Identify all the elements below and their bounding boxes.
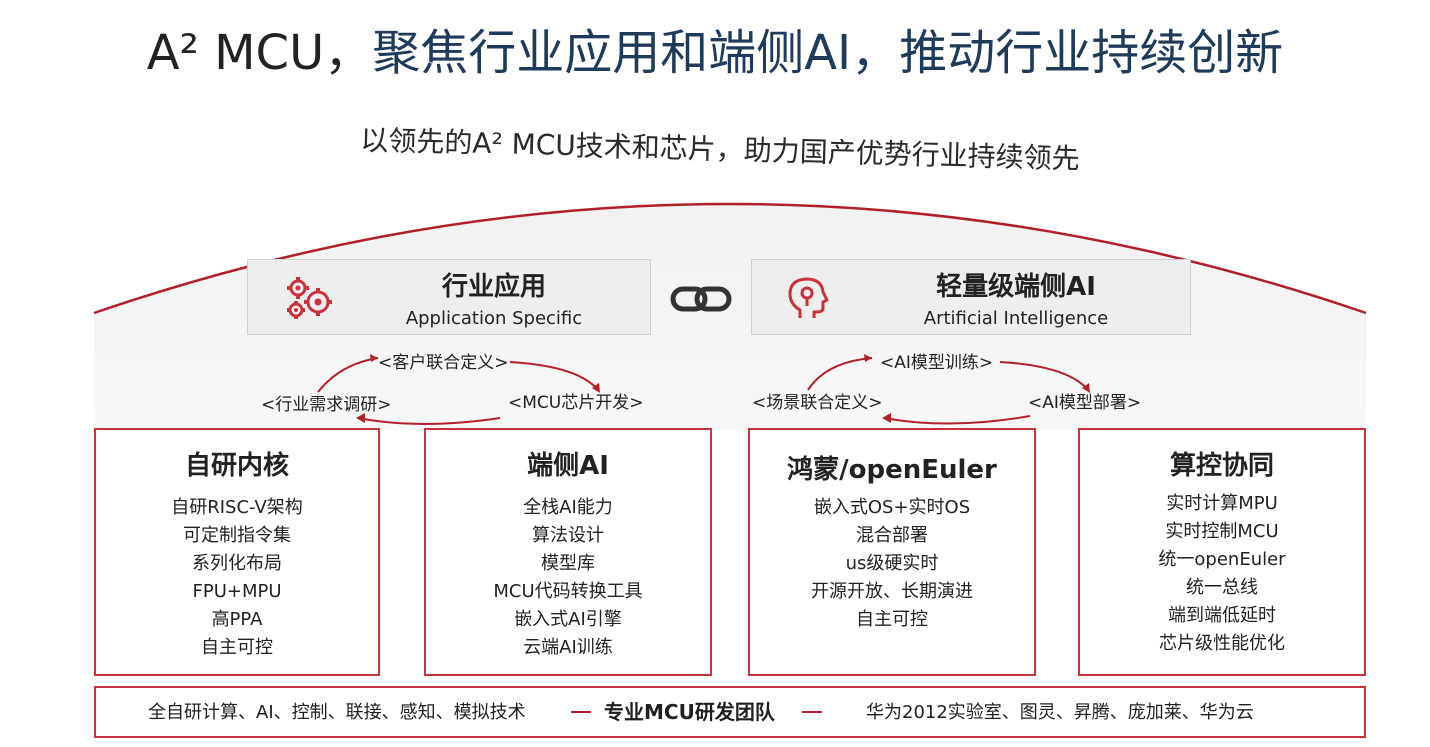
page-title: A² MCU，聚焦行业应用和端侧AI，推动行业持续创新	[0, 20, 1430, 86]
pillar-harmony-openeuler: 鸿蒙/openEuler 嵌入式OS+实时OS 混合部署 us级硬实时 开源开放…	[748, 428, 1036, 676]
list-item: FPU+MPU	[192, 581, 282, 602]
team-capabilities: 全自研计算、AI、控制、联接、感知、模拟技术	[148, 702, 526, 723]
list-item: 自主可控	[201, 637, 273, 658]
list-item: 可定制指令集	[183, 525, 291, 546]
list-item: 混合部署	[856, 525, 928, 546]
list-item: 云端AI训练	[523, 637, 613, 658]
title-prefix: A² MCU，	[146, 25, 373, 81]
cycle-label-scene-definition: <场景联合定义>	[752, 393, 883, 413]
pillar-title: 自研内核	[184, 451, 289, 481]
team-bar: 全自研计算、AI、控制、联接、感知、模拟技术 专业MCU研发团队 华为2012实…	[94, 686, 1366, 738]
dash-divider	[571, 711, 591, 713]
pillar-edge-ai: 端侧AI 全栈AI能力 算法设计 模型库 MCU代码转换工具 嵌入式AI引擎 云…	[424, 428, 712, 676]
cycle-label-industry-research: <行业需求调研>	[261, 395, 392, 415]
feature-name: 轻量级端侧AI	[936, 272, 1096, 302]
list-item: MCU代码转换工具	[493, 581, 643, 602]
title-highlight: 聚焦行业应用和端侧AI，推动行业持续创新	[372, 25, 1284, 81]
list-item: 自研RISC-V架构	[171, 497, 303, 518]
list-item: 芯片级性能优化	[1159, 633, 1285, 654]
list-item: 统一总线	[1186, 577, 1258, 598]
list-item: 嵌入式OS+实时OS	[813, 497, 971, 518]
pillar-title: 算控协同	[1169, 451, 1274, 481]
pillar-self-developed-core: 自研内核 自研RISC-V架构 可定制指令集 系列化布局 FPU+MPU 高PP…	[94, 428, 380, 676]
team-partners: 华为2012实验室、图灵、昇腾、庞加莱、华为云	[866, 702, 1254, 723]
list-item: 自主可控	[856, 609, 928, 630]
team-title: 专业MCU研发团队	[604, 700, 775, 724]
list-item: 端到端低延时	[1168, 605, 1276, 626]
gears-icon	[287, 277, 332, 319]
list-item: 模型库	[541, 553, 595, 574]
list-item: 统一openEuler	[1158, 549, 1286, 570]
list-item: 实时控制MCU	[1165, 521, 1279, 542]
dash-divider	[802, 711, 822, 713]
cycle-label-customer-definition: <客户联合定义>	[378, 353, 509, 373]
pillar-title: 端侧AI	[527, 451, 609, 481]
cycle-label-ai-deployment: <AI模型部署>	[1028, 393, 1142, 413]
list-item: us级硬实时	[845, 553, 939, 574]
pillar-title: 鸿蒙/openEuler	[787, 455, 997, 485]
cycle-arrows-right	[807, 357, 1089, 425]
feature-panel-application: 行业应用 Application Specific	[247, 259, 651, 335]
list-item: 开源开放、长期演进	[811, 581, 973, 602]
cycle-label-mcu-development: <MCU芯片开发>	[508, 393, 644, 413]
feature-panel-ai: 轻量级端侧AI Artificial Intelligence	[751, 259, 1191, 335]
list-item: 系列化布局	[192, 553, 282, 574]
list-item: 算法设计	[532, 525, 604, 546]
pillar-compute-control-synergy: 算控协同 实时计算MPU 实时控制MCU 统一openEuler 统一总线 端到…	[1078, 428, 1366, 676]
list-item: 高PPA	[211, 609, 263, 630]
feature-name: 行业应用	[441, 272, 546, 302]
chain-link-icon	[670, 286, 732, 312]
cycle-label-ai-training: <AI模型训练>	[880, 353, 994, 373]
list-item: 嵌入式AI引擎	[514, 609, 622, 630]
list-item: 实时计算MPU	[1166, 493, 1278, 514]
feature-subtitle: Application Specific	[405, 308, 583, 329]
ai-head-icon	[788, 277, 829, 318]
list-item: 全栈AI能力	[523, 497, 613, 518]
feature-subtitle: Artificial Intelligence	[923, 308, 1109, 329]
